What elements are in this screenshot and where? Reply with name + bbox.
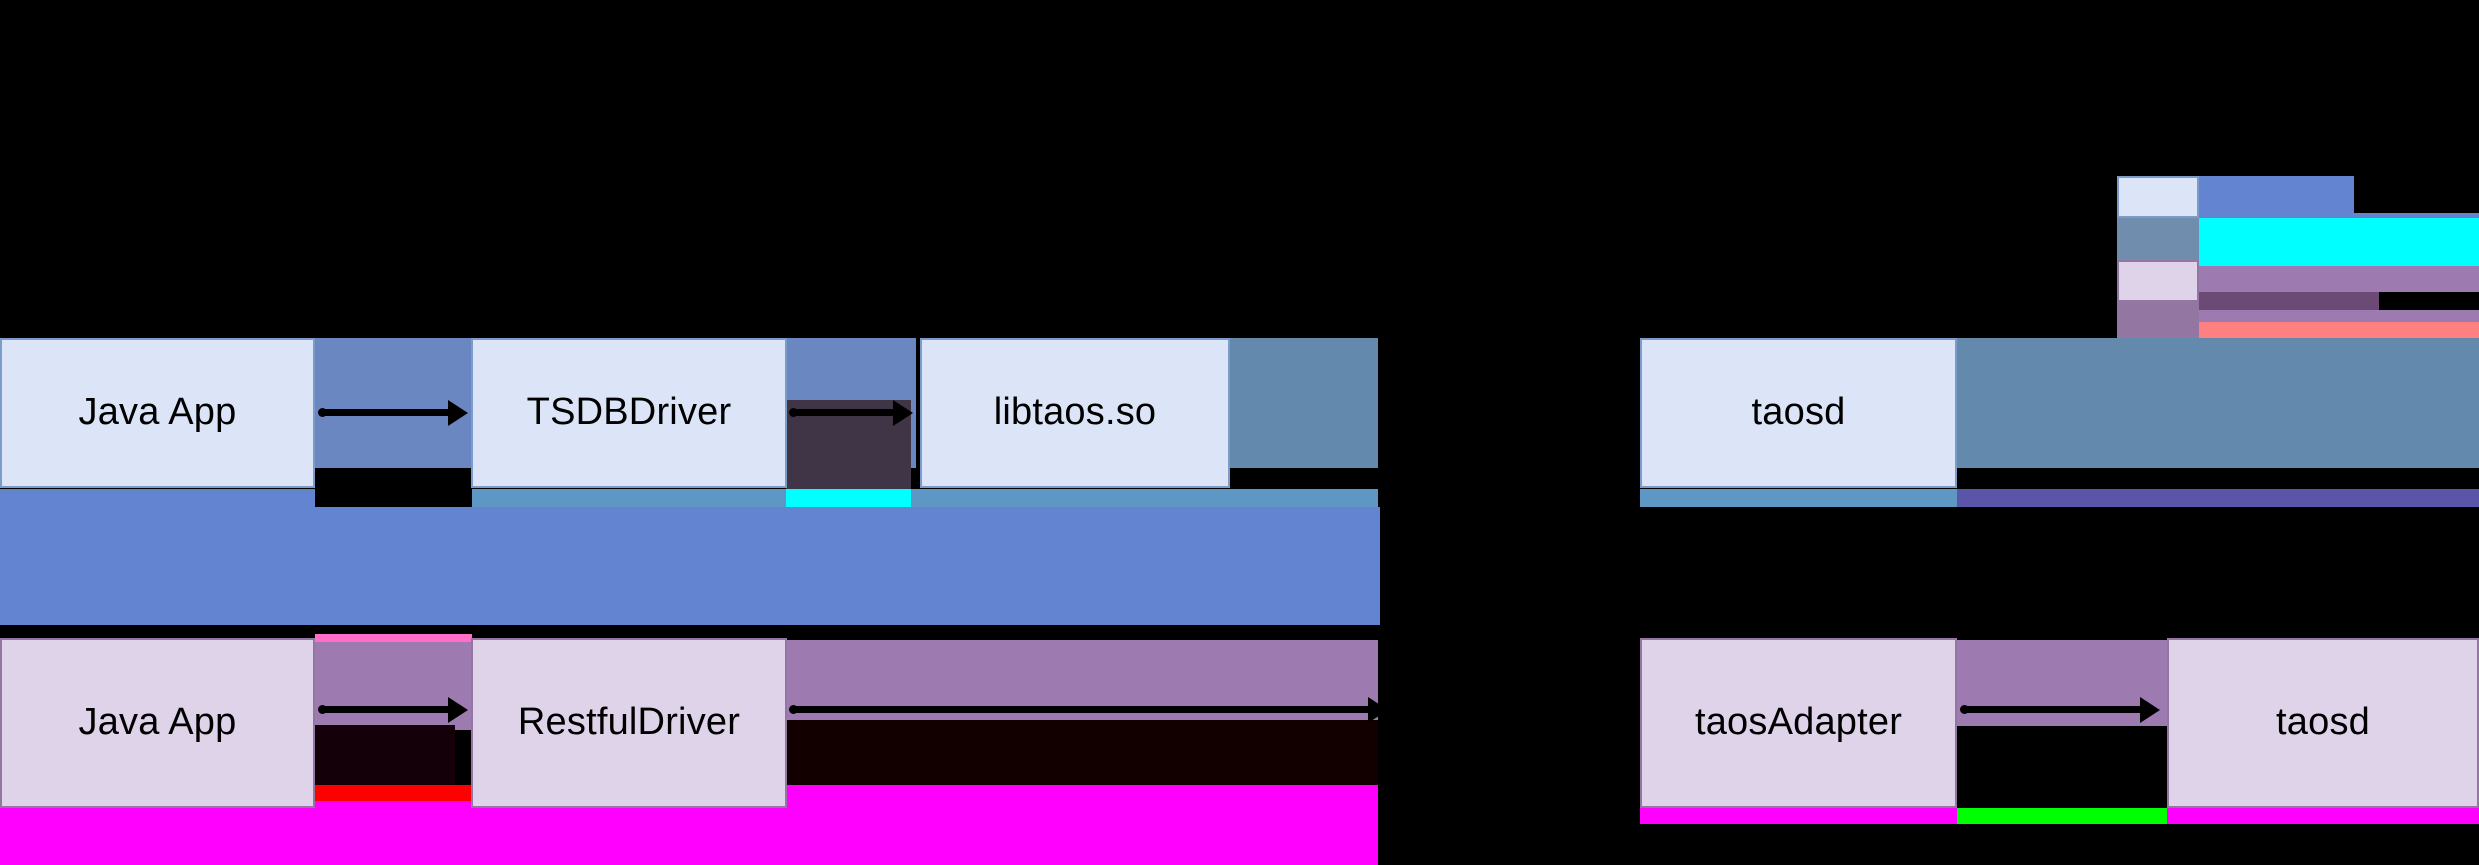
arrow-head-restfuldriver-to-taosadapter	[1368, 697, 1388, 723]
node-label: libtaos.so	[993, 391, 1157, 434]
row1-band-slate-right	[1228, 338, 1378, 468]
row1-server-underline-light	[1640, 489, 1957, 507]
row2-underline-red	[315, 785, 472, 801]
row1-band-steel-a	[315, 338, 472, 468]
node-libtaos-so[interactable]: libtaos.so	[920, 338, 1230, 488]
middle-blue-band-thin-top	[0, 491, 315, 507]
legend-bar-cyan	[2199, 218, 2479, 266]
legend-swatch-native-component	[2117, 176, 2199, 218]
arrow-head-java-to-restfuldriver	[448, 697, 468, 723]
arrow-line-tsdbdriver-to-libtaos	[791, 409, 896, 416]
row1-underline-right	[911, 489, 1378, 507]
node-tsdbdriver[interactable]: TSDBDriver	[471, 338, 787, 488]
row1-underline-cyan	[786, 489, 911, 507]
legend-bar-blue	[2199, 176, 2354, 218]
node-taosd-native[interactable]: taosd	[1640, 338, 1957, 488]
arrow-head-tsdbdriver-to-libtaos	[893, 400, 913, 426]
node-label: taosd	[2276, 701, 2370, 744]
middle-blue-band	[0, 507, 1380, 625]
legend-item	[2117, 218, 2199, 260]
node-java-app-native[interactable]: Java App	[0, 338, 315, 488]
node-java-app-rest[interactable]: Java App	[0, 638, 315, 808]
row2-server-underline-magenta-b	[2167, 808, 2479, 824]
node-label: taosd	[1751, 391, 1846, 434]
legend-item	[2117, 176, 2199, 218]
arrow-line-java-to-restfuldriver	[320, 706, 450, 713]
row1-server-band-steel	[1957, 338, 2479, 468]
node-label: taosAdapter	[1694, 701, 1903, 744]
row2-server-underline-magenta-a	[1640, 808, 1957, 824]
arrow-line-taosadapter-to-taosd	[1962, 706, 2142, 713]
row1-server-underline-violet	[1957, 489, 2479, 507]
row1-underline-mid	[472, 489, 786, 507]
node-label: TSDBDriver	[526, 391, 732, 434]
row2-server-underline-green	[1957, 808, 2167, 824]
node-taosadapter[interactable]: taosAdapter	[1640, 638, 1957, 808]
row2-server-band-dark	[1957, 726, 2167, 816]
legend-bar-purple	[2199, 266, 2479, 292]
legend-item	[2117, 260, 2199, 302]
node-restfuldriver[interactable]: RestfulDriver	[471, 638, 787, 808]
row1-band-dark-slate	[786, 400, 911, 505]
row2-top-pink-accent	[315, 634, 472, 642]
row2-band-purple-b	[786, 640, 1378, 730]
arrow-line-java-to-tsdbdriver	[320, 409, 450, 416]
arrow-head-taosadapter-to-taosd	[2140, 697, 2160, 723]
node-label: RestfulDriver	[517, 701, 741, 744]
arrow-line-restfuldriver-to-taosadapter	[791, 706, 1371, 713]
legend-bar-purple-2	[2199, 310, 2479, 322]
legend-bar-blue-underline	[2199, 213, 2479, 222]
legend	[2117, 176, 2199, 344]
legend-swatch-native-link	[2117, 218, 2199, 260]
row2-server-band-mauve	[1957, 640, 2167, 730]
node-taosd-rest[interactable]: taosd	[2167, 638, 2479, 808]
arrow-head-java-to-tsdbdriver	[448, 400, 468, 426]
legend-swatch-rest-component	[2117, 260, 2199, 302]
row2-band-purple-a	[315, 640, 472, 730]
node-label: Java App	[78, 701, 237, 744]
node-label: Java App	[78, 391, 237, 434]
